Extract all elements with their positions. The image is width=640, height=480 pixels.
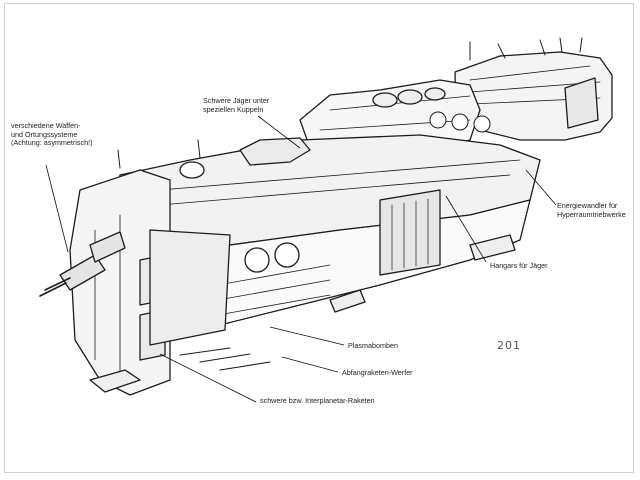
page-number: 201	[497, 339, 521, 352]
label-interceptor-launcher: Abfangraketen-Werfer	[342, 368, 413, 377]
label-fighter-hangars: Hangars für Jäger	[490, 261, 548, 270]
label-heavy-missiles: schwere bzw. Interplanetar-Raketen	[260, 396, 375, 405]
label-hyperspace-converters: Energiewandler für Hyperraumtriebwerke	[557, 201, 626, 219]
label-heavy-fighters-domes: Schwere Jäger unter speziellen Kuppeln	[203, 96, 270, 114]
label-weapons-sensors: verschiedene Waffen- und Ortungssysteme …	[11, 121, 93, 148]
label-plasma-bombs: Plasmabomben	[348, 341, 398, 350]
